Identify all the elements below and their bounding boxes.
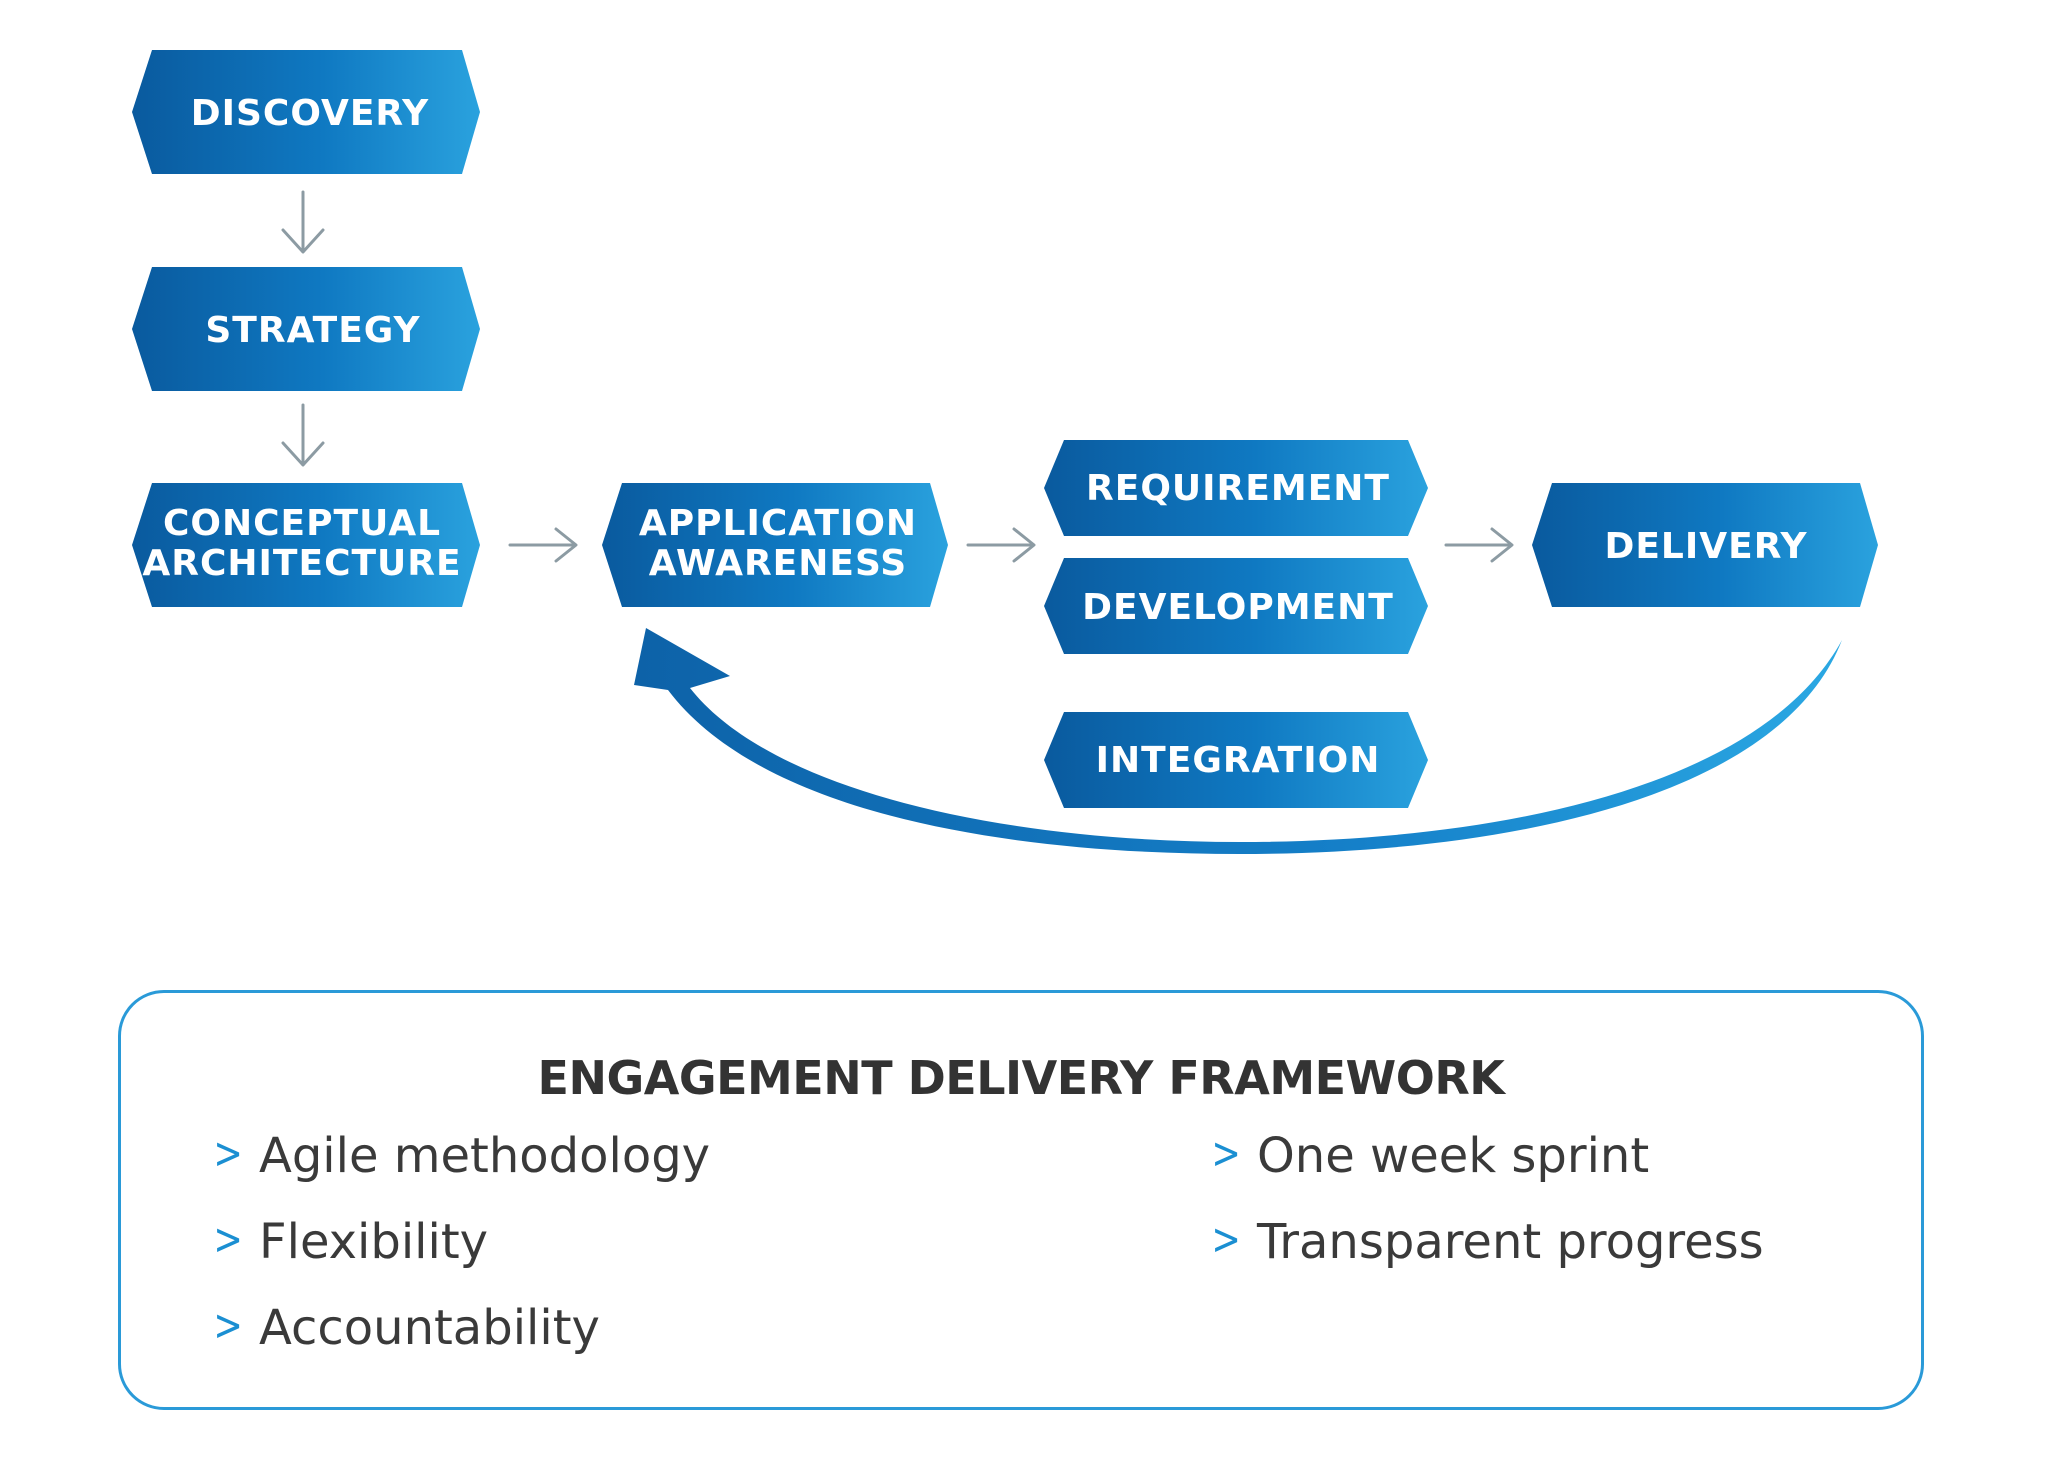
arrow-application-to-requirement <box>966 527 1036 563</box>
framework-item-label: Transparent progress <box>1257 1214 1764 1270</box>
chevron-right-icon: > <box>1211 1214 1241 1265</box>
framework-item-label: Agile methodology <box>259 1128 711 1184</box>
stage-conceptual-architecture-line2: ARCHITECTURE <box>142 543 461 584</box>
stage-development: DEVELOPMENT <box>1044 558 1428 654</box>
framework-item: > Agile methodology <box>209 1128 710 1214</box>
stage-requirement-label: REQUIREMENT <box>1086 468 1390 509</box>
arrow-conceptual-to-application <box>508 527 578 563</box>
chevron-right-icon: > <box>1211 1128 1241 1179</box>
stage-conceptual-architecture: CONCEPTUAL ARCHITECTURE <box>132 483 480 607</box>
framework-item-label: One week sprint <box>1257 1128 1650 1184</box>
stage-discovery-label: DISCOVERY <box>191 93 430 134</box>
stage-conceptual-architecture-line1: CONCEPTUAL <box>163 503 441 544</box>
stage-application-awareness-line2: AWARENESS <box>649 543 907 584</box>
stage-discovery: DISCOVERY <box>132 50 480 174</box>
stage-delivery: DELIVERY <box>1532 483 1878 607</box>
stage-strategy: STRATEGY <box>132 267 480 391</box>
chevron-right-icon: > <box>213 1300 243 1351</box>
stage-application-awareness: APPLICATION AWARENESS <box>602 483 948 607</box>
stage-integration: INTEGRATION <box>1044 712 1428 808</box>
framework-title: ENGAGEMENT DELIVERY FRAMEWORK <box>537 1051 1505 1105</box>
stage-delivery-label: DELIVERY <box>1604 526 1807 567</box>
arrow-discovery-to-strategy <box>281 190 325 254</box>
framework-item: > Transparent progress <box>1207 1214 1764 1300</box>
stage-development-label: DEVELOPMENT <box>1082 587 1394 628</box>
arrow-strategy-to-conceptual <box>281 403 325 467</box>
stage-application-awareness-line1: APPLICATION <box>639 503 917 544</box>
stage-requirement: REQUIREMENT <box>1044 440 1428 536</box>
stage-integration-label: INTEGRATION <box>1096 740 1381 781</box>
framework-item: > Accountability <box>209 1300 710 1386</box>
arrow-development-to-delivery <box>1444 527 1514 563</box>
chevron-right-icon: > <box>213 1214 243 1265</box>
framework-list-left: > Agile methodology > Flexibility > Acco… <box>209 1128 710 1386</box>
framework-list-right: > One week sprint > Transparent progress <box>1207 1128 1764 1300</box>
framework-item: > One week sprint <box>1207 1128 1764 1214</box>
framework-item: > Flexibility <box>209 1214 710 1300</box>
framework-item-label: Accountability <box>259 1300 600 1356</box>
stage-strategy-label: STRATEGY <box>205 310 420 351</box>
framework-item-label: Flexibility <box>259 1214 489 1270</box>
chevron-right-icon: > <box>213 1128 243 1179</box>
framework-panel: ENGAGEMENT DELIVERY FRAMEWORK > Agile me… <box>118 990 1924 1410</box>
